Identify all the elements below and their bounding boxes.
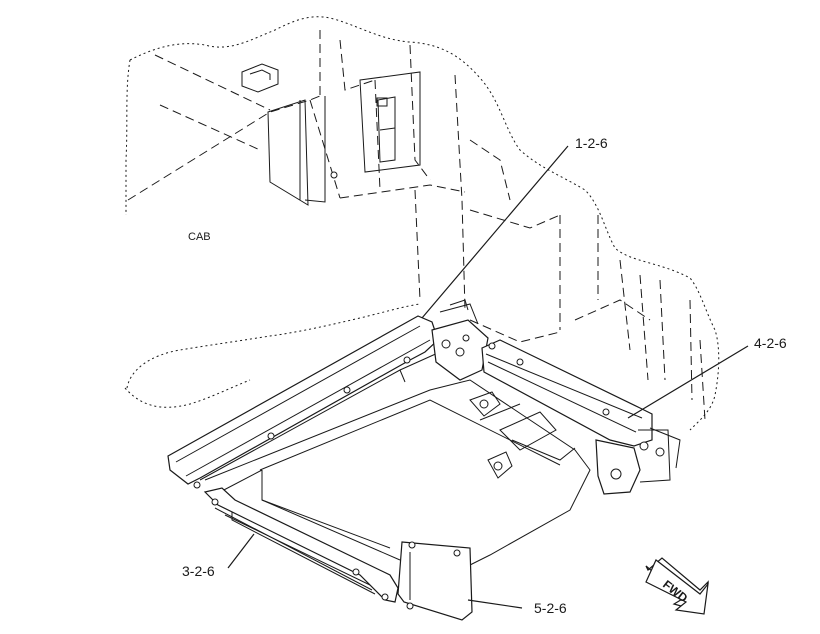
callout-1-2-6: 1-2-6 (575, 135, 608, 151)
callout-4-2-6: 4-2-6 (754, 335, 787, 351)
leader-5-2-6 (467, 599, 523, 609)
callout-3-2-6: 3-2-6 (182, 563, 215, 579)
leader-4-2-6 (627, 345, 749, 419)
callout-5-2-6: 5-2-6 (534, 600, 567, 616)
cab-interior-details (241, 63, 421, 206)
leader-1-2-6 (421, 145, 569, 319)
callout-leaders (227, 145, 749, 609)
leader-3-2-6 (227, 533, 255, 569)
cab-label: CAB (188, 231, 211, 243)
fwd-arrow-icon: FWD (645, 557, 709, 615)
mounting-frame (167, 299, 681, 621)
cab-outline (124, 16, 720, 431)
